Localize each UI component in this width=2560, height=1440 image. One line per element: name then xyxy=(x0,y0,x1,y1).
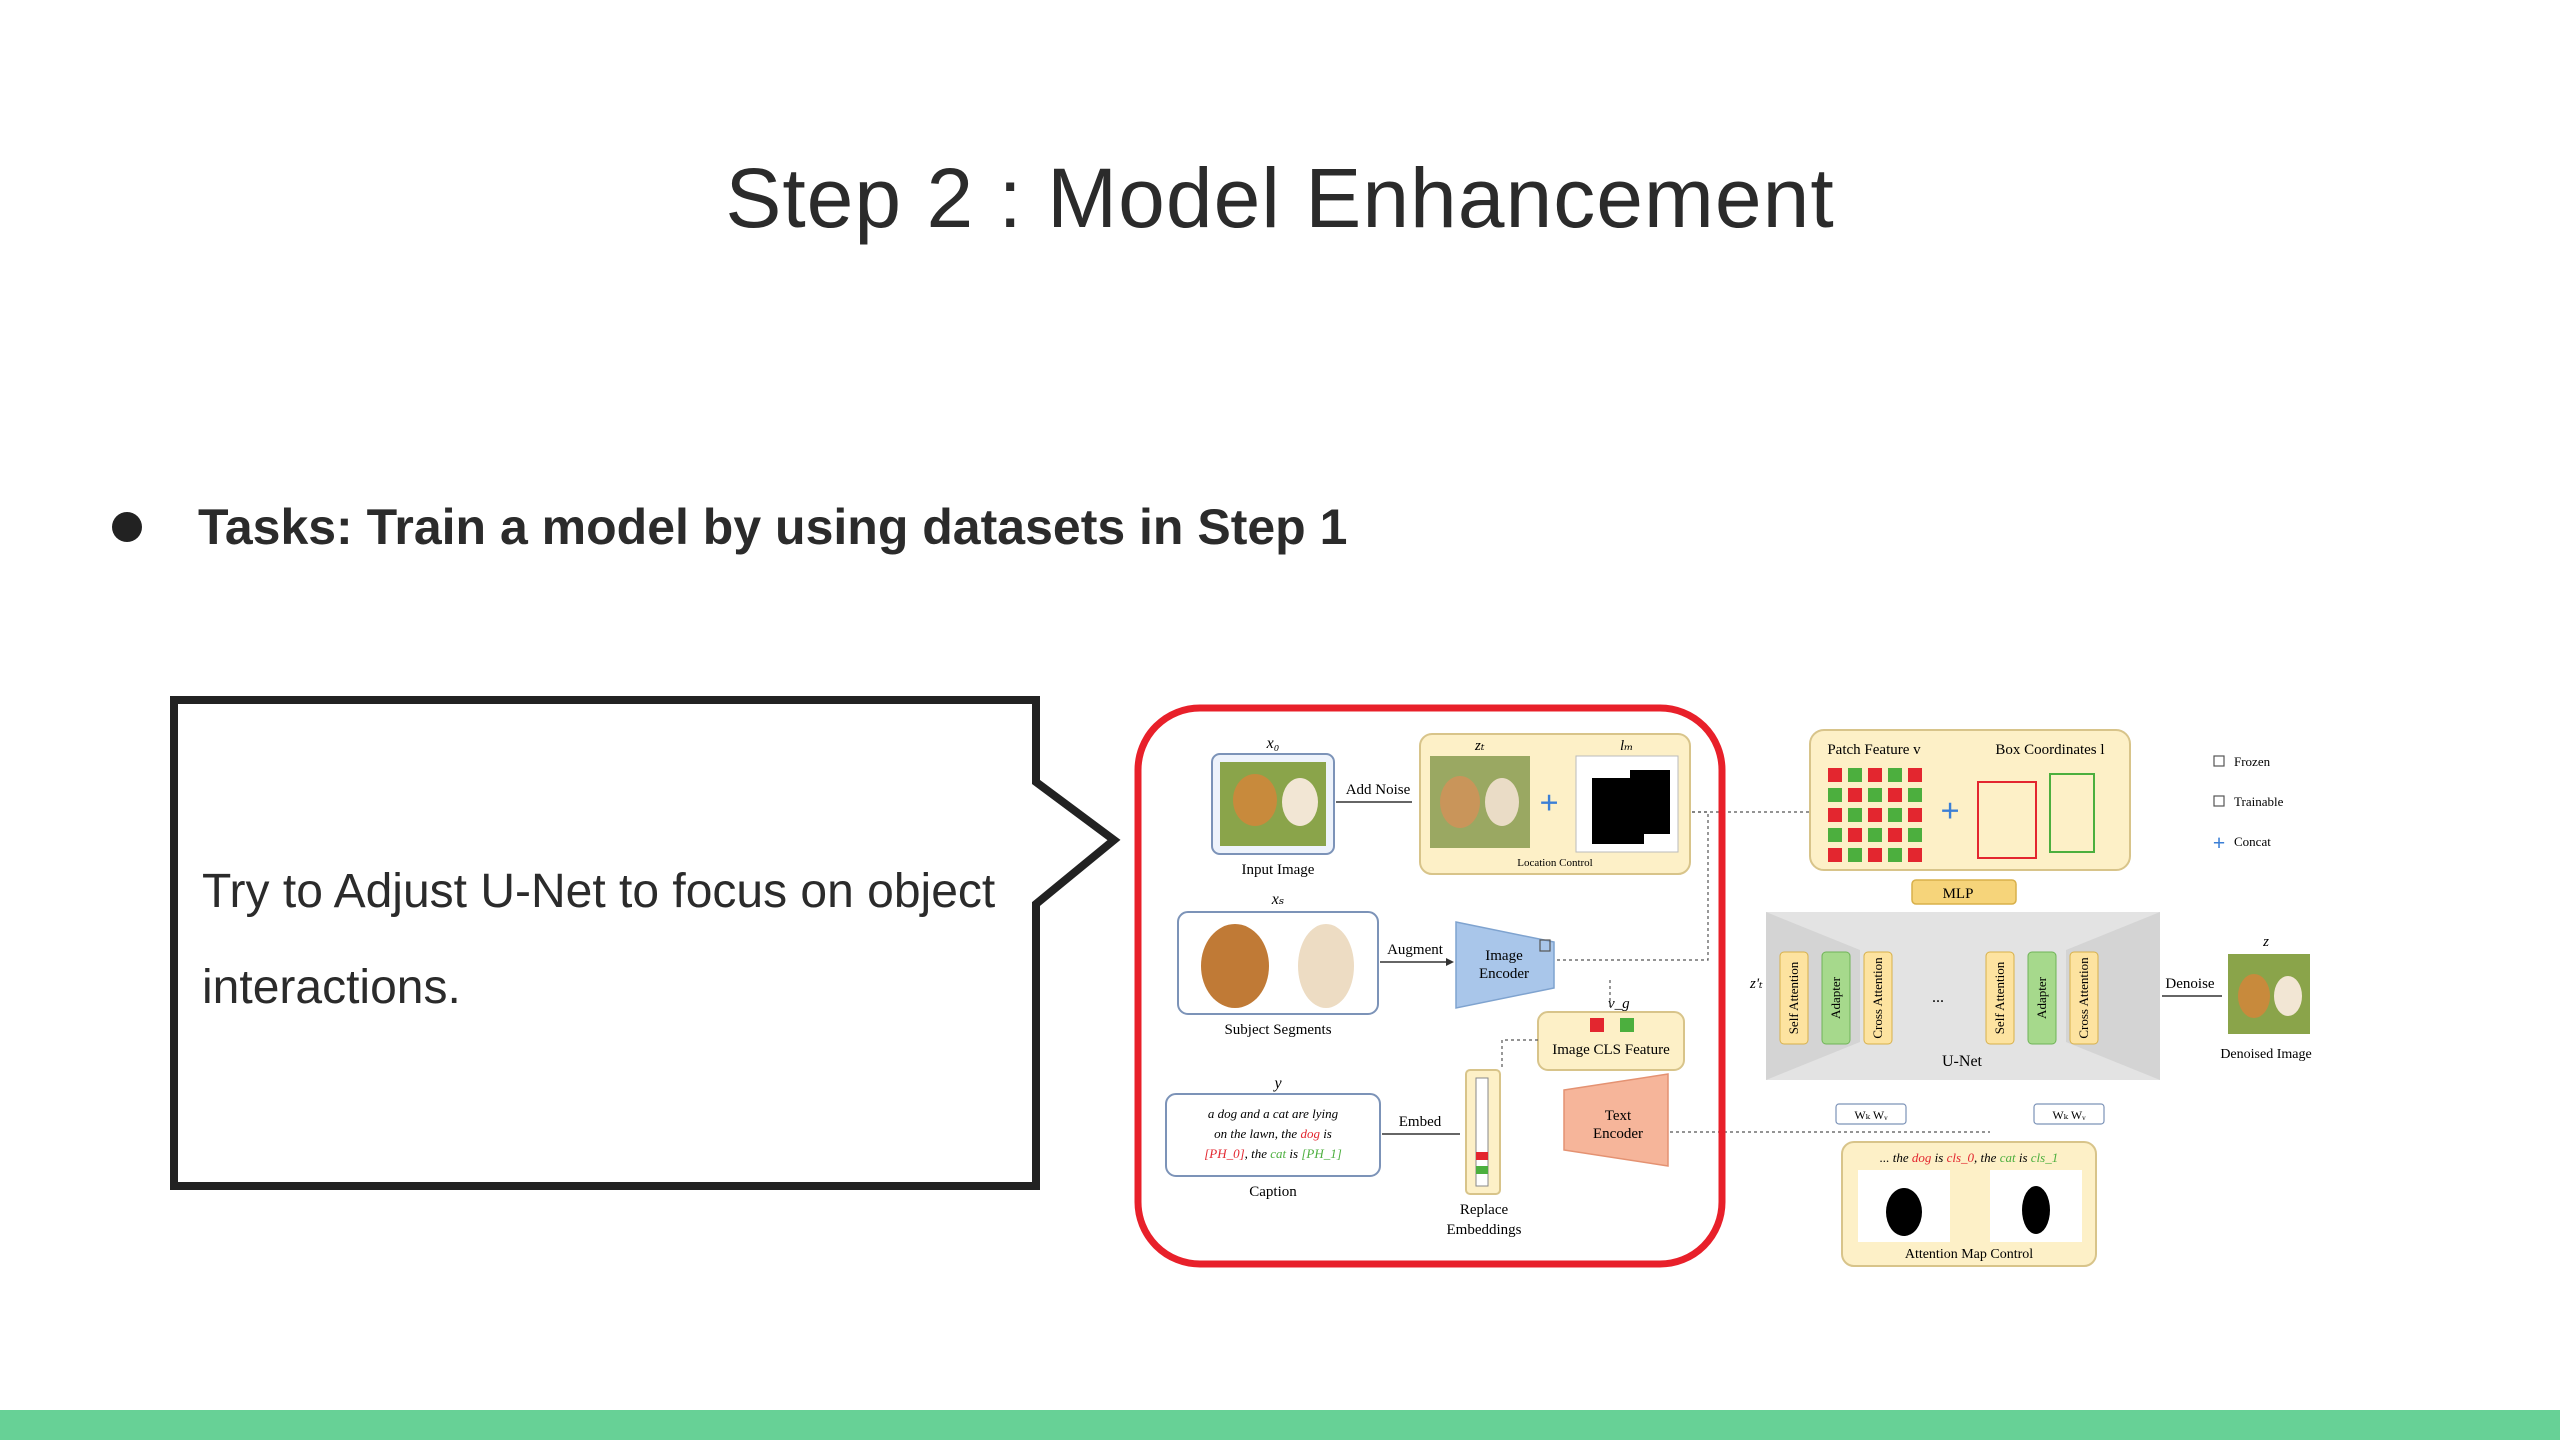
legend-frozen: Frozen xyxy=(2234,754,2271,769)
zt-label: zₜ xyxy=(1474,738,1485,754)
highlight-border xyxy=(1134,704,1726,1268)
denoise-label: Denoise xyxy=(2165,976,2214,992)
self-attention-label-2: Self Attention xyxy=(1992,961,2007,1034)
zt-prime-label: z'ₜ xyxy=(1749,976,1763,992)
wk-wv-box-1 xyxy=(1835,1103,1907,1125)
subject-segments-label: Subject Segments xyxy=(1224,1022,1331,1038)
y-label: y xyxy=(1272,1075,1282,1092)
input-image-photo xyxy=(1220,762,1326,846)
slide-title: Step 2 : Model Enhancement xyxy=(725,151,1835,245)
callout-shape xyxy=(170,696,1121,1190)
x0-label: x₀ xyxy=(1266,735,1280,752)
attention-caption: ... the dog is cls_0, the cat is cls_1 xyxy=(1880,1150,2058,1165)
callout-text: Try to Adjust U-Net to focus on object i… xyxy=(202,865,996,1014)
legend-concat: Concat xyxy=(2234,834,2271,849)
dog-segment xyxy=(1201,924,1269,1008)
bullet-text: Tasks: Train a model by using datasets i… xyxy=(198,499,1348,555)
image-encoder-label-1: Image xyxy=(1485,948,1523,964)
diagram-svg: x₀ Input Image Add Noise zₜ lₘ + Locatio… xyxy=(1134,704,2312,1268)
adapter-label-2: Adapter xyxy=(2034,976,2049,1019)
unet-label: U-Net xyxy=(1942,1053,1983,1070)
image-encoder-block xyxy=(1455,921,1555,1009)
add-noise-label: Add Noise xyxy=(1346,782,1411,798)
cross-attention-label-1: Cross Attention xyxy=(1870,957,1885,1039)
wk-wv-box-2 xyxy=(2033,1103,2105,1125)
unet-ellipsis: ... xyxy=(1932,989,1944,1006)
caption-label: Caption xyxy=(1249,1184,1297,1200)
location-control-label: Location Control xyxy=(1517,857,1592,869)
legend-frozen-icon xyxy=(2213,755,2225,767)
box-coordinates-label: Box Coordinates l xyxy=(1995,742,2104,758)
replace-label-1: Replace xyxy=(1460,1202,1509,1218)
unet-blocks xyxy=(1779,951,2099,1045)
bottom-accent-bar xyxy=(0,1410,2560,1440)
text-encoder-block xyxy=(1563,1073,1669,1167)
text-encoder-label-2: Encoder xyxy=(1593,1126,1643,1142)
adapter-label-1: Adapter xyxy=(1828,976,1843,1019)
legend-concat-icon: + xyxy=(2213,830,2226,855)
embed-label: Embed xyxy=(1399,1114,1442,1130)
patch-feature-label: Patch Feature v xyxy=(1827,742,1921,758)
speech-callout: Try to Adjust U-Net to focus on object i… xyxy=(168,694,1128,1194)
caption-line-2: on the lawn, the dog is xyxy=(1214,1126,1332,1141)
z-label: z xyxy=(2262,934,2269,950)
bullet-dot xyxy=(112,512,142,542)
cross-attention-label-2: Cross Attention xyxy=(2076,957,2091,1039)
augment-label: Augment xyxy=(1387,942,1444,958)
cat-segment xyxy=(1298,924,1354,1008)
caption-line-1: a dog and a cat are lying xyxy=(1208,1106,1339,1121)
image-encoder-label-2: Encoder xyxy=(1479,966,1529,982)
bullet-item: Tasks: Train a model by using datasets i… xyxy=(112,498,1347,556)
noised-image-photo xyxy=(1430,756,1530,848)
vg-label: v_g xyxy=(1608,996,1630,1012)
concat-plus-icon: + xyxy=(1539,785,1558,822)
caption-frame xyxy=(1165,1093,1381,1177)
box-coordinate-cat xyxy=(2049,773,2095,853)
legend-trainable-icon xyxy=(2213,795,2225,807)
wk-wv-label-2: Wₖ Wᵥ xyxy=(2052,1108,2086,1122)
denoised-image-label: Denoised Image xyxy=(2220,1047,2311,1062)
box-coordinate-dog xyxy=(1977,781,2037,859)
caption-line-3: [PH_0], the cat is [PH_1] xyxy=(1204,1146,1342,1161)
input-image-label: Input Image xyxy=(1242,862,1315,878)
text-encoder-label-1: Text xyxy=(1605,1108,1632,1124)
lm-label: lₘ xyxy=(1620,738,1633,754)
self-attention-label-1: Self Attention xyxy=(1786,961,1801,1034)
image-cls-feature-label: Image CLS Feature xyxy=(1552,1042,1670,1058)
legend-trainable: Trainable xyxy=(2234,794,2284,809)
patch-grid xyxy=(1828,768,1922,862)
replace-label-2: Embeddings xyxy=(1447,1222,1522,1238)
mlp-block xyxy=(1911,879,2017,905)
image-cls-feature-box xyxy=(1537,1011,1685,1071)
concat-plus-icon-2: + xyxy=(1940,793,1959,830)
attention-map-control-label: Attention Map Control xyxy=(1905,1247,2033,1262)
lock-icon xyxy=(1539,939,1551,952)
wk-wv-label-1: Wₖ Wᵥ xyxy=(1854,1108,1888,1122)
architecture-diagram: x₀ Input Image Add Noise zₜ lₘ + Locatio… xyxy=(1130,690,2350,1290)
xs-label: xₛ xyxy=(1271,891,1285,908)
mlp-label: MLP xyxy=(1943,886,1974,902)
denoised-image-photo xyxy=(2228,954,2310,1034)
